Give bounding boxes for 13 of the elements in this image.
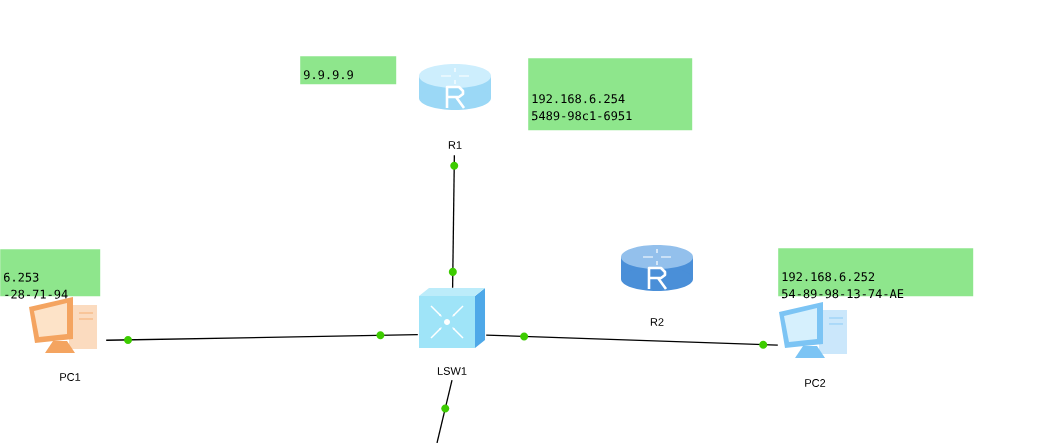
note-box: 192.168.6.254 5489-98c1-6951: [528, 58, 693, 131]
device-label: PC2: [805, 379, 826, 387]
device-label: R2: [650, 318, 664, 326]
network-link: [448, 154, 459, 289]
device-label: PC1: [60, 373, 81, 381]
note-box: 192.168.6.252 54-89-98-13-74-AE: [778, 248, 974, 299]
network-link: [485, 332, 779, 349]
device-label: LSW1: [437, 367, 467, 375]
device-label: R1: [448, 141, 462, 149]
network-link: [105, 331, 419, 344]
note-box: 6.253 -28-71-94: [0, 249, 101, 299]
note-box: 9.9.9.9: [300, 56, 397, 85]
network-link: [436, 379, 453, 443]
